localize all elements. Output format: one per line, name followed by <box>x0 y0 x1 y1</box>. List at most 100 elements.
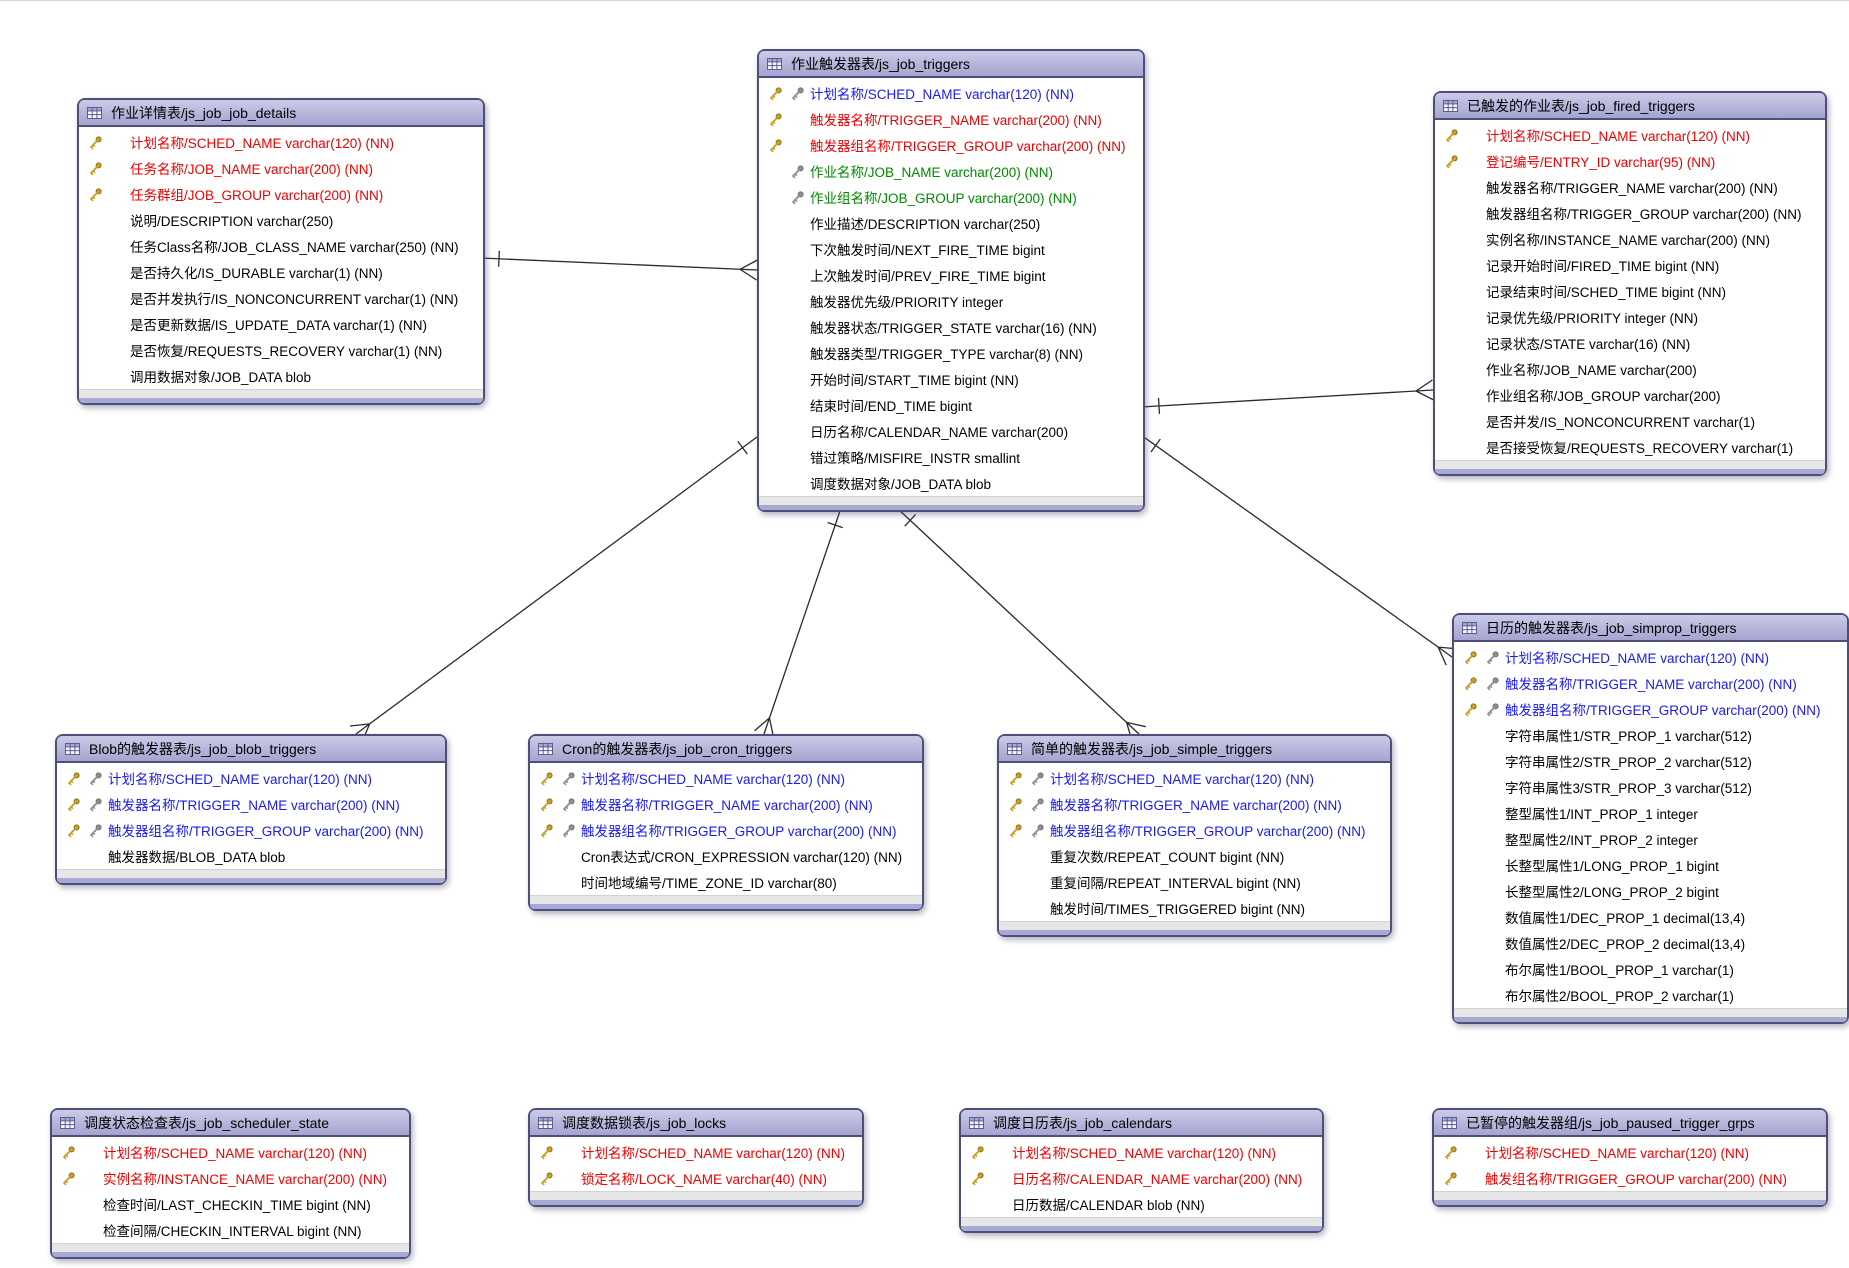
field-row[interactable]: 布尔属性2/BOOL_PROP_2 varchar(1) <box>1454 982 1847 1008</box>
field-row[interactable]: 实例名称/INSTANCE_NAME varchar(200) (NN) <box>1435 226 1825 252</box>
field-row[interactable]: 字符串属性3/STR_PROP_3 varchar(512) <box>1454 774 1847 800</box>
table-js_job_triggers[interactable]: 作业触发器表/js_job_triggers 计划名称/SCHED_NAME v… <box>757 49 1145 512</box>
field-row[interactable]: 记录开始时间/FIRED_TIME bigint (NN) <box>1435 252 1825 278</box>
field-row[interactable]: 长整型属性2/LONG_PROP_2 bigint <box>1454 878 1847 904</box>
relationship-details-triggers[interactable] <box>480 250 758 281</box>
field-row[interactable]: 触发组名称/TRIGGER_GROUP varchar(200) (NN) <box>1434 1165 1826 1191</box>
table-header[interactable]: 作业触发器表/js_job_triggers <box>759 51 1143 78</box>
relationship-triggers-cron[interactable] <box>754 507 843 738</box>
table-js_job_job_details[interactable]: 作业详情表/js_job_job_details 计划名称/SCHED_NAME… <box>77 98 485 405</box>
field-row[interactable]: 错过策略/MISFIRE_INSTR smallint <box>759 444 1143 470</box>
relationship-triggers-fired[interactable] <box>1140 379 1434 414</box>
table-js_job_fired_triggers[interactable]: 已触发的作业表/js_job_fired_triggers 计划名称/SCHED… <box>1433 91 1827 476</box>
field-row[interactable]: 数值属性2/DEC_PROP_2 decimal(13,4) <box>1454 930 1847 956</box>
field-row[interactable]: 触发时间/TIMES_TRIGGERED bigint (NN) <box>999 895 1390 921</box>
field-row[interactable]: 计划名称/SCHED_NAME varchar(120) (NN) <box>759 80 1143 106</box>
field-row[interactable]: 计划名称/SCHED_NAME varchar(120) (NN) <box>999 765 1390 791</box>
field-row[interactable]: 布尔属性1/BOOL_PROP_1 varchar(1) <box>1454 956 1847 982</box>
field-row[interactable]: 重复次数/REPEAT_COUNT bigint (NN) <box>999 843 1390 869</box>
field-row[interactable]: 触发器名称/TRIGGER_NAME varchar(200) (NN) <box>530 791 922 817</box>
field-row[interactable]: 调用数据对象/JOB_DATA blob <box>79 363 483 389</box>
field-row[interactable]: 触发器组名称/TRIGGER_GROUP varchar(200) (NN) <box>1435 200 1825 226</box>
field-row[interactable]: 重复间隔/REPEAT_INTERVAL bigint (NN) <box>999 869 1390 895</box>
field-row[interactable]: 是否并发/IS_NONCONCURRENT varchar(1) <box>1435 408 1825 434</box>
field-row[interactable]: 记录优先级/PRIORITY integer (NN) <box>1435 304 1825 330</box>
field-row[interactable]: 时间地域编号/TIME_ZONE_ID varchar(80) <box>530 869 922 895</box>
field-row[interactable]: Cron表达式/CRON_EXPRESSION varchar(120) (NN… <box>530 843 922 869</box>
table-header[interactable]: 已暂停的触发器组/js_job_paused_trigger_grps <box>1434 1110 1826 1137</box>
field-row[interactable]: 是否恢复/REQUESTS_RECOVERY varchar(1) (NN) <box>79 337 483 363</box>
field-row[interactable]: 检查时间/LAST_CHECKIN_TIME bigint (NN) <box>52 1191 409 1217</box>
table-header[interactable]: 已触发的作业表/js_job_fired_triggers <box>1435 93 1825 120</box>
field-row[interactable]: 触发器状态/TRIGGER_STATE varchar(16) (NN) <box>759 314 1143 340</box>
field-row[interactable]: 计划名称/SCHED_NAME varchar(120) (NN) <box>1454 644 1847 670</box>
field-row[interactable]: 记录状态/STATE varchar(16) (NN) <box>1435 330 1825 356</box>
field-row[interactable]: 是否并发执行/IS_NONCONCURRENT varchar(1) (NN) <box>79 285 483 311</box>
table-js_job_locks[interactable]: 调度数据锁表/js_job_locks 计划名称/SCHED_NAME varc… <box>528 1108 864 1207</box>
field-row[interactable]: 检查间隔/CHECKIN_INTERVAL bigint (NN) <box>52 1217 409 1243</box>
field-row[interactable]: 整型属性1/INT_PROP_1 integer <box>1454 800 1847 826</box>
field-row[interactable]: 上次触发时间/PREV_FIRE_TIME bigint <box>759 262 1143 288</box>
field-row[interactable]: 触发器组名称/TRIGGER_GROUP varchar(200) (NN) <box>57 817 445 843</box>
table-js_job_simprop_triggers[interactable]: 日历的触发器表/js_job_simprop_triggers 计划名称/SCH… <box>1452 613 1849 1024</box>
field-row[interactable]: 触发器组名称/TRIGGER_GROUP varchar(200) (NN) <box>759 132 1143 158</box>
field-row[interactable]: 触发器名称/TRIGGER_NAME varchar(200) (NN) <box>999 791 1390 817</box>
field-row[interactable]: 是否更新数据/IS_UPDATE_DATA varchar(1) (NN) <box>79 311 483 337</box>
field-row[interactable]: 触发器组名称/TRIGGER_GROUP varchar(200) (NN) <box>530 817 922 843</box>
field-row[interactable]: 是否接受恢复/REQUESTS_RECOVERY varchar(1) <box>1435 434 1825 460</box>
field-row[interactable]: 触发器类型/TRIGGER_TYPE varchar(8) (NN) <box>759 340 1143 366</box>
field-row[interactable]: 触发器名称/TRIGGER_NAME varchar(200) (NN) <box>57 791 445 817</box>
field-row[interactable]: 触发器数据/BLOB_DATA blob <box>57 843 445 869</box>
field-row[interactable]: 作业描述/DESCRIPTION varchar(250) <box>759 210 1143 236</box>
table-js_job_paused_trigger_grps[interactable]: 已暂停的触发器组/js_job_paused_trigger_grps 计划名称… <box>1432 1108 1828 1207</box>
field-row[interactable]: 登记编号/ENTRY_ID varchar(95) (NN) <box>1435 148 1825 174</box>
field-row[interactable]: 调度数据对象/JOB_DATA blob <box>759 470 1143 496</box>
field-row[interactable]: 日历名称/CALENDAR_NAME varchar(200) <box>759 418 1143 444</box>
field-row[interactable]: 字符串属性2/STR_PROP_2 varchar(512) <box>1454 748 1847 774</box>
field-row[interactable]: 触发器组名称/TRIGGER_GROUP varchar(200) (NN) <box>999 817 1390 843</box>
field-row[interactable]: 作业组名称/JOB_GROUP varchar(200) <box>1435 382 1825 408</box>
field-row[interactable]: 计划名称/SCHED_NAME varchar(120) (NN) <box>530 1139 862 1165</box>
field-row[interactable]: 说明/DESCRIPTION varchar(250) <box>79 207 483 233</box>
table-header[interactable]: 调度日历表/js_job_calendars <box>961 1110 1322 1137</box>
field-row[interactable]: 开始时间/START_TIME bigint (NN) <box>759 366 1143 392</box>
field-row[interactable]: 计划名称/SCHED_NAME varchar(120) (NN) <box>530 765 922 791</box>
relationship-triggers-simprop[interactable] <box>1140 434 1458 666</box>
field-row[interactable]: 任务Class名称/JOB_CLASS_NAME varchar(250) (N… <box>79 233 483 259</box>
table-header[interactable]: 作业详情表/js_job_job_details <box>79 100 483 127</box>
table-header[interactable]: 调度数据锁表/js_job_locks <box>530 1110 862 1137</box>
field-row[interactable]: 作业名称/JOB_NAME varchar(200) (NN) <box>759 158 1143 184</box>
table-header[interactable]: Cron的触发器表/js_job_cron_triggers <box>530 736 922 763</box>
field-row[interactable]: 锁定名称/LOCK_NAME varchar(40) (NN) <box>530 1165 862 1191</box>
field-row[interactable]: 计划名称/SCHED_NAME varchar(120) (NN) <box>961 1139 1322 1165</box>
table-js_job_blob_triggers[interactable]: Blob的触发器表/js_job_blob_triggers 计划名称/SCHE… <box>55 734 447 885</box>
field-row[interactable]: 日历数据/CALENDAR blob (NN) <box>961 1191 1322 1217</box>
table-js_job_simple_triggers[interactable]: 简单的触发器表/js_job_simple_triggers 计划名称/SCHE… <box>997 734 1392 937</box>
field-row[interactable]: 触发器名称/TRIGGER_NAME varchar(200) (NN) <box>1435 174 1825 200</box>
field-row[interactable]: 计划名称/SCHED_NAME varchar(120) (NN) <box>57 765 445 791</box>
relationship-triggers-blob[interactable] <box>349 436 758 743</box>
field-row[interactable]: 任务群组/JOB_GROUP varchar(200) (NN) <box>79 181 483 207</box>
field-row[interactable]: 字符串属性1/STR_PROP_1 varchar(512) <box>1454 722 1847 748</box>
field-row[interactable]: 整型属性2/INT_PROP_2 integer <box>1454 826 1847 852</box>
field-row[interactable]: 计划名称/SCHED_NAME varchar(120) (NN) <box>79 129 483 155</box>
table-header[interactable]: 日历的触发器表/js_job_simprop_triggers <box>1454 615 1847 642</box>
field-row[interactable]: 触发器名称/TRIGGER_NAME varchar(200) (NN) <box>1454 670 1847 696</box>
table-header[interactable]: 调度状态检查表/js_job_scheduler_state <box>52 1110 409 1137</box>
field-row[interactable]: 长整型属性1/LONG_PROP_1 bigint <box>1454 852 1847 878</box>
table-js_job_calendars[interactable]: 调度日历表/js_job_calendars 计划名称/SCHED_NAME v… <box>959 1108 1324 1233</box>
field-row[interactable]: 作业名称/JOB_NAME varchar(200) <box>1435 356 1825 382</box>
table-js_job_cron_triggers[interactable]: Cron的触发器表/js_job_cron_triggers 计划名称/SCHE… <box>528 734 924 911</box>
field-row[interactable]: 计划名称/SCHED_NAME varchar(120) (NN) <box>52 1139 409 1165</box>
field-row[interactable]: 结束时间/END_TIME bigint <box>759 392 1143 418</box>
table-js_job_scheduler_state[interactable]: 调度状态检查表/js_job_scheduler_state 计划名称/SCHE… <box>50 1108 411 1259</box>
relationship-triggers-simple[interactable] <box>896 507 1146 742</box>
field-row[interactable]: 计划名称/SCHED_NAME varchar(120) (NN) <box>1435 122 1825 148</box>
field-row[interactable]: 实例名称/INSTANCE_NAME varchar(200) (NN) <box>52 1165 409 1191</box>
field-row[interactable]: 作业组名称/JOB_GROUP varchar(200) (NN) <box>759 184 1143 210</box>
table-header[interactable]: 简单的触发器表/js_job_simple_triggers <box>999 736 1390 763</box>
table-header[interactable]: Blob的触发器表/js_job_blob_triggers <box>57 736 445 763</box>
field-row[interactable]: 触发器优先级/PRIORITY integer <box>759 288 1143 314</box>
field-row[interactable]: 下次触发时间/NEXT_FIRE_TIME bigint <box>759 236 1143 262</box>
